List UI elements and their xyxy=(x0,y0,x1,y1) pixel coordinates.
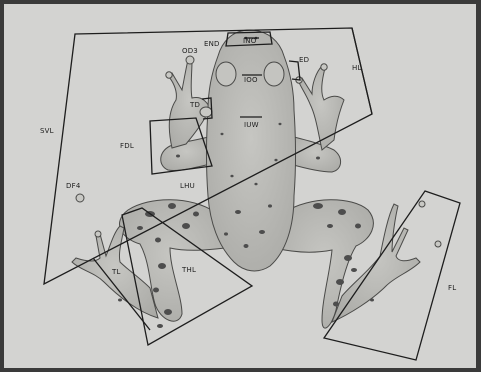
label-end: END xyxy=(204,40,220,48)
label-od3: OD3 xyxy=(182,47,198,55)
toe-disc xyxy=(186,56,194,64)
toe-disc xyxy=(76,194,84,202)
label-lhu: LHU xyxy=(180,182,195,190)
left-eye xyxy=(216,62,236,86)
toe-disc xyxy=(166,72,172,78)
toe-disc xyxy=(95,231,101,237)
label-fl: FL xyxy=(448,284,456,292)
label-td: TD xyxy=(189,101,200,109)
label-hl: HL xyxy=(352,64,362,72)
toe-disc xyxy=(419,201,425,207)
label-svl: SVL xyxy=(40,127,54,135)
toe-disc xyxy=(321,64,327,70)
label-iuw: IUW xyxy=(244,121,259,129)
label-df4: DF4 xyxy=(66,182,81,190)
label-thl: THL xyxy=(181,266,196,274)
label-ed: ED xyxy=(299,56,309,64)
label-fdl: FDL xyxy=(120,142,134,150)
tympanum xyxy=(200,107,212,117)
label-tl: TL xyxy=(111,268,121,276)
toe-disc xyxy=(435,241,441,247)
label-ioo: IOO xyxy=(244,76,258,84)
label-ino: INO xyxy=(243,37,257,45)
right-eye xyxy=(264,62,284,86)
